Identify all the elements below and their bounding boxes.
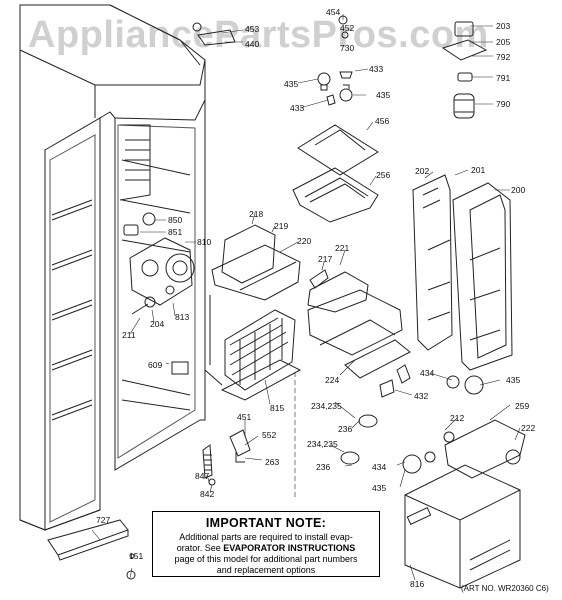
light-socket	[379, 379, 395, 398]
important-note-box: IMPORTANT NOTE: Additional parts are req…	[152, 511, 380, 577]
note-line-2-text: orator. See	[176, 543, 224, 553]
callout-451: 451	[237, 412, 252, 422]
note-title: IMPORTANT NOTE:	[205, 516, 327, 530]
callout-432: 432	[414, 391, 429, 401]
fan-housing	[404, 464, 521, 589]
callout-203: 203	[496, 21, 511, 31]
callout-847: 847	[195, 471, 210, 481]
note-line-4: and replacement options	[216, 565, 316, 575]
chute-cover	[292, 167, 379, 223]
callout-453: 453	[245, 24, 260, 34]
callout-435-a: 435	[284, 79, 299, 89]
callout-219: 219	[274, 221, 289, 231]
thermistor	[309, 269, 329, 289]
callout-434-a: 434	[420, 368, 435, 378]
screw	[126, 570, 136, 580]
screw-grommet	[144, 296, 156, 308]
gasket-ring-lower	[340, 451, 360, 465]
callout-816: 816	[410, 579, 425, 589]
callout-212: 212	[450, 413, 465, 423]
callout-234-235-a: 234,235	[311, 401, 342, 411]
bracket	[229, 429, 251, 457]
callout-552: 552	[262, 430, 277, 440]
note-body: Additional parts are required to install…	[153, 532, 379, 576]
watermark: AppliancePartsPros.com	[28, 14, 489, 56]
fan-blade	[142, 212, 156, 226]
bulb-right-upper	[446, 375, 460, 389]
callout-218: 218	[249, 209, 264, 219]
callout-220: 220	[297, 236, 312, 246]
callout-236-b: 236	[316, 462, 331, 472]
control-knobs	[192, 15, 349, 46]
callout-433-b: 433	[290, 103, 305, 113]
callout-263: 263	[265, 457, 280, 467]
callout-205: 205	[496, 37, 511, 47]
callout-456: 456	[375, 116, 390, 126]
callout-204: 204	[150, 319, 165, 329]
gasket-ring-upper	[358, 414, 378, 428]
fan-shroud	[129, 237, 195, 306]
note-line-2: orator. See EVAPORATOR INSTRUCTIONS	[159, 543, 373, 554]
bulb-right-lower	[402, 454, 422, 474]
evaporator-instructions-link: EVAPORATOR INSTRUCTIONS	[223, 543, 356, 553]
callout-810: 810	[197, 237, 212, 247]
callout-259: 259	[515, 401, 530, 411]
callout-201: 201	[471, 165, 486, 175]
light-bulbs-upper	[317, 71, 353, 106]
fan-motor	[123, 224, 139, 236]
callout-609: 609	[148, 360, 163, 370]
callout-435-c: 435	[506, 375, 521, 385]
callout-151: 151	[129, 551, 144, 561]
callout-435-d: 435	[372, 483, 387, 493]
ice-chute	[307, 271, 411, 379]
heater-spring	[202, 444, 213, 479]
callout-454: 454	[326, 7, 341, 17]
callout-256: 256	[376, 170, 391, 180]
light-shield	[297, 124, 379, 176]
callout-730: 730	[340, 43, 355, 53]
door-bins	[412, 174, 513, 371]
callout-813: 813	[175, 312, 190, 322]
callout-222: 222	[521, 423, 536, 433]
fresh-food-liner	[19, 4, 206, 531]
callout-200: 200	[511, 185, 526, 195]
callout-440: 440	[245, 39, 260, 49]
callout-211: 211	[122, 330, 136, 340]
callout-234-235-b: 234,235	[307, 439, 338, 449]
callout-202: 202	[415, 166, 430, 176]
callout-452: 452	[340, 23, 355, 33]
callout-433-a: 433	[369, 64, 384, 74]
callout-727: 727	[96, 515, 111, 525]
callout-842: 842	[200, 489, 215, 499]
callout-221: 221	[335, 243, 350, 253]
evaporator-cover	[211, 224, 301, 301]
callout-815: 815	[270, 403, 285, 413]
note-line-1: Additional parts are required to install…	[179, 532, 353, 542]
evaporator	[204, 295, 302, 401]
callout-217: 217	[318, 254, 333, 264]
callout-434-b: 434	[372, 462, 387, 472]
callout-224: 224	[325, 375, 340, 385]
callout-851: 851	[168, 227, 183, 237]
door-switch	[171, 361, 189, 375]
note-line-3: page of this model for additional part n…	[174, 554, 358, 564]
dispenser-valve-assembly	[441, 21, 488, 119]
callout-435-b: 435	[376, 90, 391, 100]
light-lens	[443, 431, 455, 443]
callout-791: 791	[496, 73, 511, 83]
callout-236-a: 236	[338, 424, 353, 434]
callout-792: 792	[496, 52, 511, 62]
art-number: (ART NO. WR20360 C6)	[461, 584, 549, 593]
callout-790: 790	[496, 99, 511, 109]
callout-850: 850	[168, 215, 183, 225]
